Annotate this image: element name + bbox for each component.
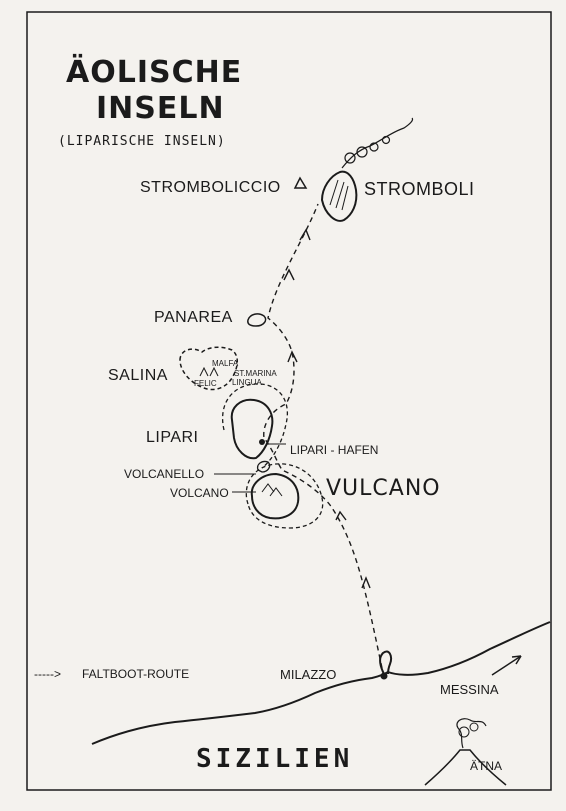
milazzo-peninsula xyxy=(379,650,393,675)
label-stromboli: STROMBOLI xyxy=(364,179,475,199)
label-messina: MESSINA xyxy=(440,682,499,697)
label-milazzo: MILAZZO xyxy=(280,667,337,682)
vulcano-loop xyxy=(245,463,324,529)
vulcano-crater xyxy=(261,483,283,497)
label-strombolicchio: STROMBOLICCIO xyxy=(140,179,281,196)
lipari-loop xyxy=(222,383,288,469)
lipari-island xyxy=(230,398,274,460)
label-aetna: ÄTNA xyxy=(470,759,503,773)
salina-mountains xyxy=(199,366,219,377)
label-lipari: LIPARI xyxy=(146,429,199,446)
label-sizilien: SIZILIEN xyxy=(196,744,354,774)
etna-volcano xyxy=(424,749,507,786)
label-volcanello: VOLCANELLO xyxy=(124,467,205,481)
legend-arrow: -----> xyxy=(34,667,61,681)
etna-plume xyxy=(456,718,487,749)
stromboli-smoke-1 xyxy=(344,152,356,164)
etna-smoke-2 xyxy=(469,722,479,732)
vulcanello-islet xyxy=(256,460,271,473)
route-arrow-3 xyxy=(287,350,298,363)
route-arrow-4 xyxy=(283,268,295,281)
stromboli-smoke-2 xyxy=(356,146,368,158)
label-panarea: PANAREA xyxy=(154,309,233,326)
vulcano-island xyxy=(250,472,300,520)
etna-smoke-1 xyxy=(458,726,470,738)
label-malfa: MALFA xyxy=(212,359,239,368)
faltboot-route xyxy=(263,203,383,669)
stromboli-plume xyxy=(341,117,414,169)
legend-route-label: FALTBOOT-ROUTE xyxy=(82,667,190,681)
sicily-coastline xyxy=(91,621,551,745)
map-title-line1: ÄOLISCHE xyxy=(66,55,243,90)
label-felicudi: FELIC xyxy=(194,379,217,388)
label-lipari-hafen: LIPARI - HAFEN xyxy=(290,443,379,457)
milazzo-marker xyxy=(380,672,388,680)
map-title-line2: INSELN xyxy=(96,91,225,126)
panarea-island xyxy=(247,313,267,327)
messina-arrow xyxy=(491,655,522,676)
strombolicchio-rock xyxy=(293,176,308,189)
label-volcano: VOLCANO xyxy=(170,486,229,500)
map-subtitle: (LIPARISCHE INSELN) xyxy=(58,134,226,149)
label-salina: SALINA xyxy=(108,367,168,384)
route-arrow-2 xyxy=(335,510,347,521)
label-vulcano: VULCANO xyxy=(326,476,441,501)
lipari-harbour-marker xyxy=(259,439,265,445)
stromboli-smoke-3 xyxy=(369,142,379,152)
stromboli-island xyxy=(320,170,358,222)
label-st-marina: ST.MARINA xyxy=(234,369,277,378)
label-lingua: LINGUA xyxy=(232,378,262,387)
map-frame xyxy=(26,11,552,791)
route-arrow-1 xyxy=(361,576,371,589)
stromboli-smoke-4 xyxy=(381,135,391,145)
messina-arrow-head xyxy=(511,655,522,665)
salina-island xyxy=(179,346,238,391)
route-arrow-5 xyxy=(299,228,311,241)
stromboli-ridges xyxy=(329,179,349,211)
